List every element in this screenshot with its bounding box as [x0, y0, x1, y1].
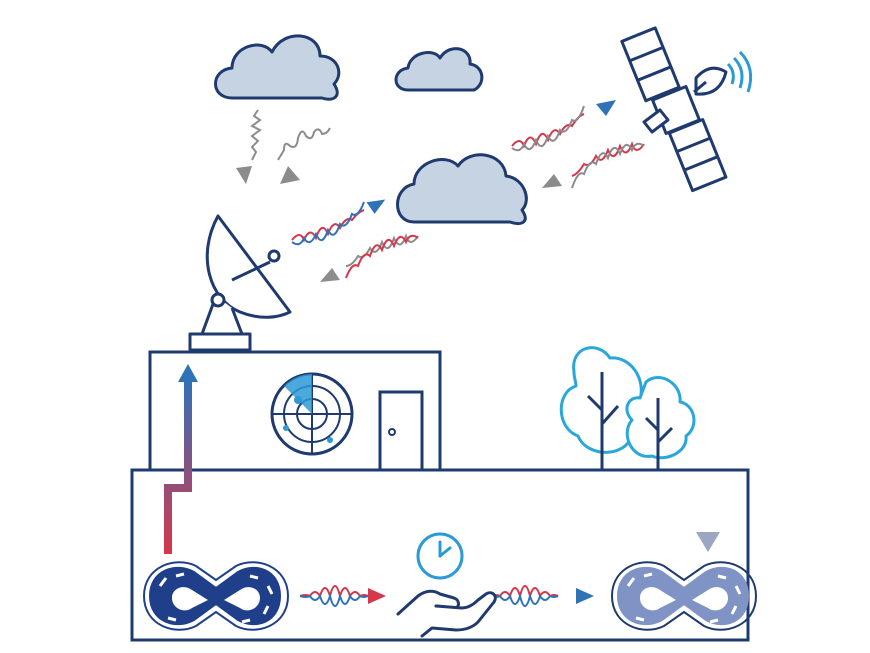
- hand-holding-clock-icon: [396, 532, 497, 638]
- wave-packet-ground-right: [489, 585, 594, 607]
- satellite-dish-icon: [188, 214, 292, 352]
- cloud-top-middle: [394, 47, 484, 92]
- infinity-loop-icon: [142, 561, 290, 631]
- wave-packet-from-satellite: [542, 141, 645, 189]
- infinity-loop-icon-right: [610, 561, 758, 631]
- door-icon: [378, 390, 424, 472]
- wave-packet-dish-to-cloud: [291, 199, 386, 246]
- noise-arrow-left: [236, 109, 262, 184]
- tree-trunks: [586, 372, 674, 470]
- routing-pipe-up: [164, 364, 198, 554]
- wave-packet-ground-left: [299, 585, 386, 607]
- satellite-icon: [620, 26, 753, 193]
- routing-pipe-across: [234, 366, 720, 552]
- cloud-center: [396, 153, 528, 225]
- radar-scope-icon: [270, 372, 354, 456]
- wave-packet-cloud-to-dish: [320, 233, 419, 282]
- noise-arrow-right: [277, 127, 331, 184]
- tree-icon: [559, 346, 696, 460]
- wave-packet-to-satellite: [511, 100, 616, 152]
- cloud-top-left: [214, 34, 341, 101]
